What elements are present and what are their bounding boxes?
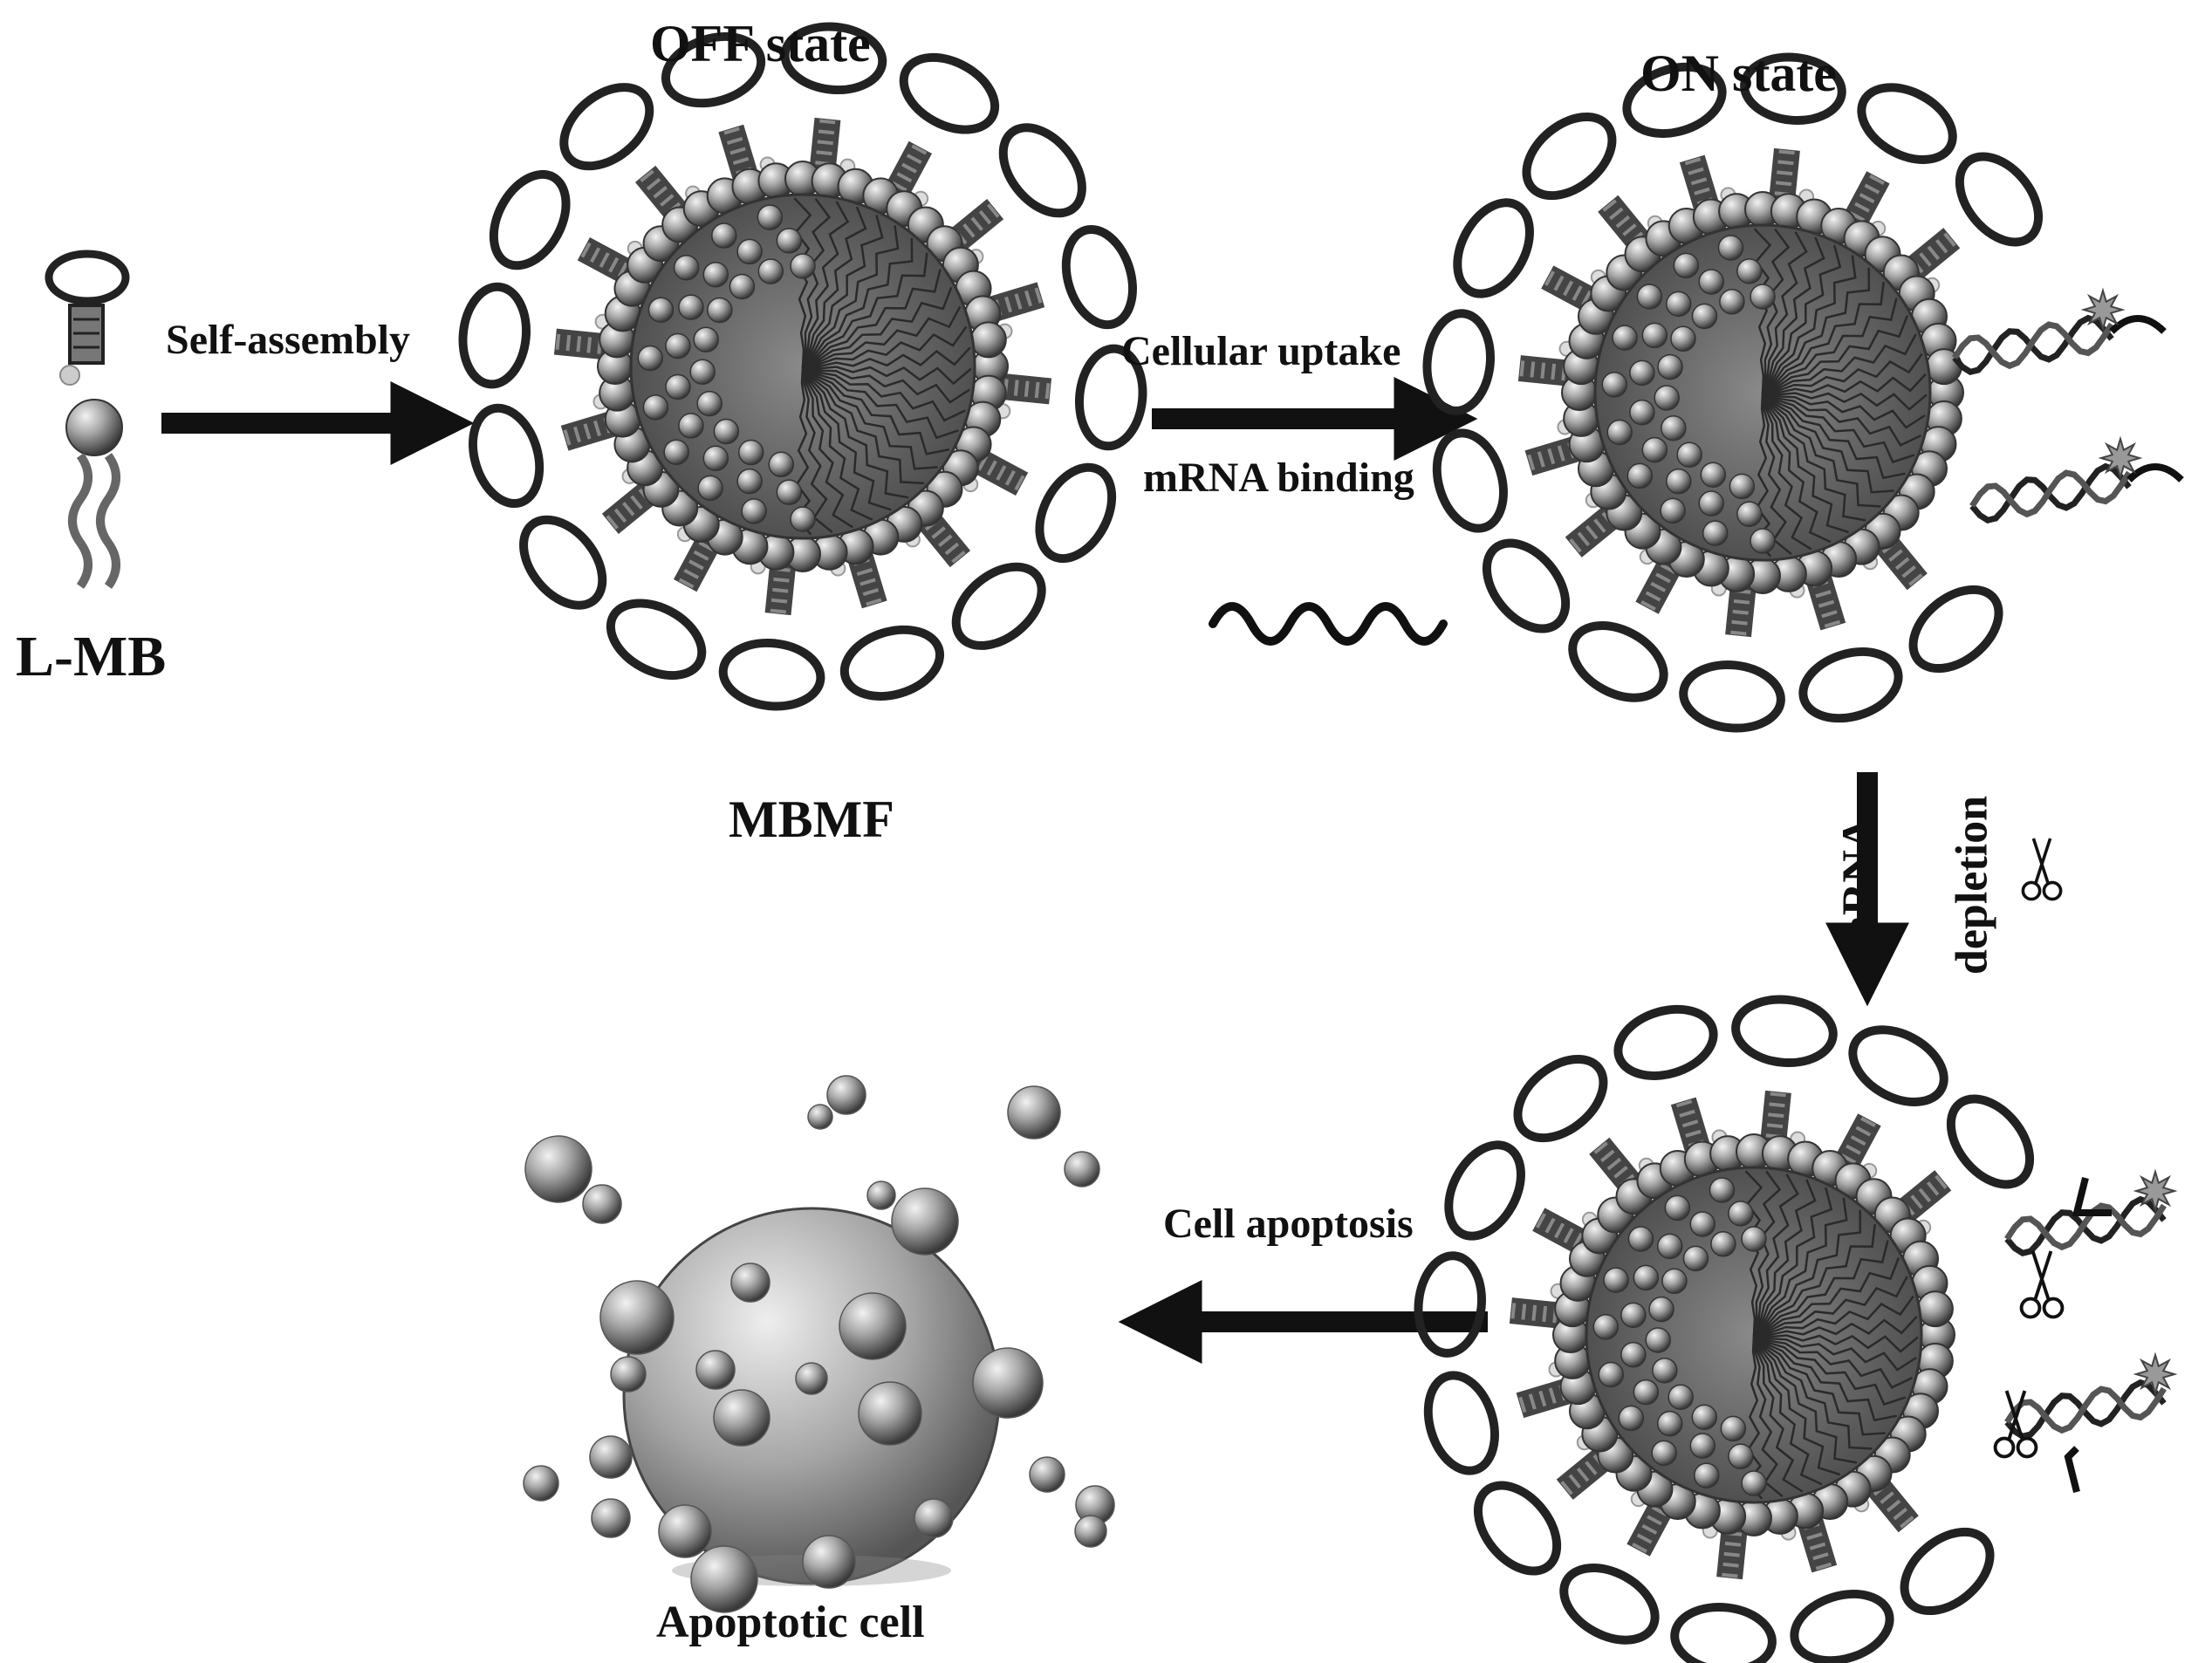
hairpin-probe bbox=[881, 52, 1000, 207]
apoptotic-bleb bbox=[1007, 1085, 1061, 1139]
apoptotic-bleb bbox=[589, 1435, 633, 1479]
apoptotic-bleb bbox=[523, 1465, 559, 1502]
hairpin-probe bbox=[1453, 198, 1606, 316]
hairpin-probe bbox=[718, 556, 825, 711]
apoptotic-bleb bbox=[839, 1292, 907, 1360]
mrna-binding-label: mRNA binding bbox=[1143, 455, 1414, 501]
hairpin-probe bbox=[962, 445, 1117, 564]
on-state-label: ON state bbox=[1640, 44, 1837, 102]
apoptotic-bleb bbox=[582, 1184, 622, 1224]
fluorophore-star-icon bbox=[2098, 435, 2143, 481]
hairpin-probe bbox=[1482, 492, 1626, 633]
apoptotic-bleb bbox=[866, 1181, 896, 1210]
hairpin-probe bbox=[458, 282, 613, 389]
mbmf-micelle-off bbox=[458, 22, 1147, 711]
apoptotic-bleb bbox=[1029, 1456, 1065, 1493]
hairpin-probe bbox=[1839, 83, 1957, 236]
fluorophore-star-icon bbox=[2133, 1352, 2178, 1397]
apoptotic-bleb bbox=[599, 1280, 675, 1355]
fluorophore-star-icon bbox=[2133, 1168, 2178, 1214]
hairpin-probe bbox=[1559, 1491, 1677, 1645]
scissors-icon bbox=[2019, 1250, 2065, 1319]
apoptotic-bleb bbox=[658, 1504, 712, 1558]
apoptotic-cell-label: Apoptotic cell bbox=[656, 1598, 925, 1647]
apoptotic-bleb bbox=[730, 1263, 770, 1303]
mrna-wave-icon bbox=[1209, 602, 1448, 646]
hairpin-probe bbox=[606, 526, 724, 681]
hairpin-probe bbox=[489, 169, 643, 288]
mrna-duplex bbox=[2004, 1168, 2178, 1257]
self-assembly-label: Self-assembly bbox=[166, 317, 410, 363]
cell-apoptosis-label: Cell apoptosis bbox=[1163, 1201, 1414, 1247]
hairpin-probe bbox=[1731, 995, 1838, 1150]
hairpin-probe bbox=[1862, 529, 2003, 674]
hairpin-probe bbox=[1568, 549, 1686, 702]
apoptotic-bleb bbox=[1074, 1515, 1107, 1548]
apoptotic-bleb bbox=[972, 1347, 1044, 1419]
hairpin-probe bbox=[1831, 1025, 1948, 1179]
apoptotic-bleb bbox=[610, 1356, 647, 1393]
mrna-duplex bbox=[1969, 435, 2184, 524]
hairpin-probe bbox=[1473, 1434, 1618, 1576]
hairpin-probe bbox=[1444, 1140, 1598, 1258]
fluorophore-star-icon bbox=[2080, 287, 2126, 332]
lipid-head bbox=[969, 321, 1007, 359]
hairpin-probe bbox=[1414, 1251, 1569, 1358]
hairpin-probe bbox=[1422, 309, 1578, 415]
lipid-head bbox=[1916, 1290, 1954, 1328]
apoptotic-bleb bbox=[1064, 1151, 1100, 1187]
off-state-label: OFF state bbox=[650, 15, 871, 72]
apoptotic-bleb bbox=[713, 1389, 770, 1447]
apoptotic-bleb bbox=[802, 1535, 856, 1589]
apoptotic-bleb bbox=[591, 1498, 631, 1538]
hairpin-probe bbox=[1679, 578, 1785, 733]
cellular-uptake-label: Cellular uptake bbox=[1121, 328, 1401, 374]
apoptotic-bleb bbox=[695, 1350, 736, 1390]
apoptotic-bleb bbox=[891, 1187, 959, 1256]
depletion-label: depletion bbox=[1947, 795, 1997, 975]
hairpin-probe bbox=[1513, 1054, 1654, 1199]
l-mb-label: L-MB bbox=[16, 625, 167, 688]
apoptotic-bleb bbox=[795, 1362, 828, 1395]
hairpin-probe bbox=[1853, 1471, 1995, 1616]
mrna-duplex bbox=[1952, 287, 2167, 376]
apoptotic-bleb bbox=[914, 1498, 954, 1538]
mrna-vertical-label: mRNA bbox=[1833, 817, 1884, 954]
mbmf-label: MBMF bbox=[729, 790, 894, 848]
scissors-icon bbox=[2021, 838, 2063, 901]
apoptotic-cell bbox=[523, 1075, 1115, 1613]
apoptotic-bleb bbox=[826, 1075, 866, 1115]
hairpin-probe bbox=[1899, 152, 2044, 293]
mbmf-micelle-depleted bbox=[1414, 995, 2178, 1663]
apoptotic-bleb bbox=[690, 1545, 758, 1613]
l-mb-monomer bbox=[45, 250, 130, 589]
hairpin-probe bbox=[1522, 112, 1663, 257]
mrna-duplex bbox=[2004, 1352, 2178, 1441]
mbmf-micelle-on bbox=[1422, 52, 2184, 733]
apoptotic-bleb bbox=[524, 1135, 592, 1203]
scissors-icon bbox=[1993, 1390, 2038, 1459]
hairpin-probe bbox=[1890, 1094, 2035, 1235]
apoptotic-bleb bbox=[807, 1104, 833, 1130]
apoptotic-bleb bbox=[858, 1381, 922, 1446]
